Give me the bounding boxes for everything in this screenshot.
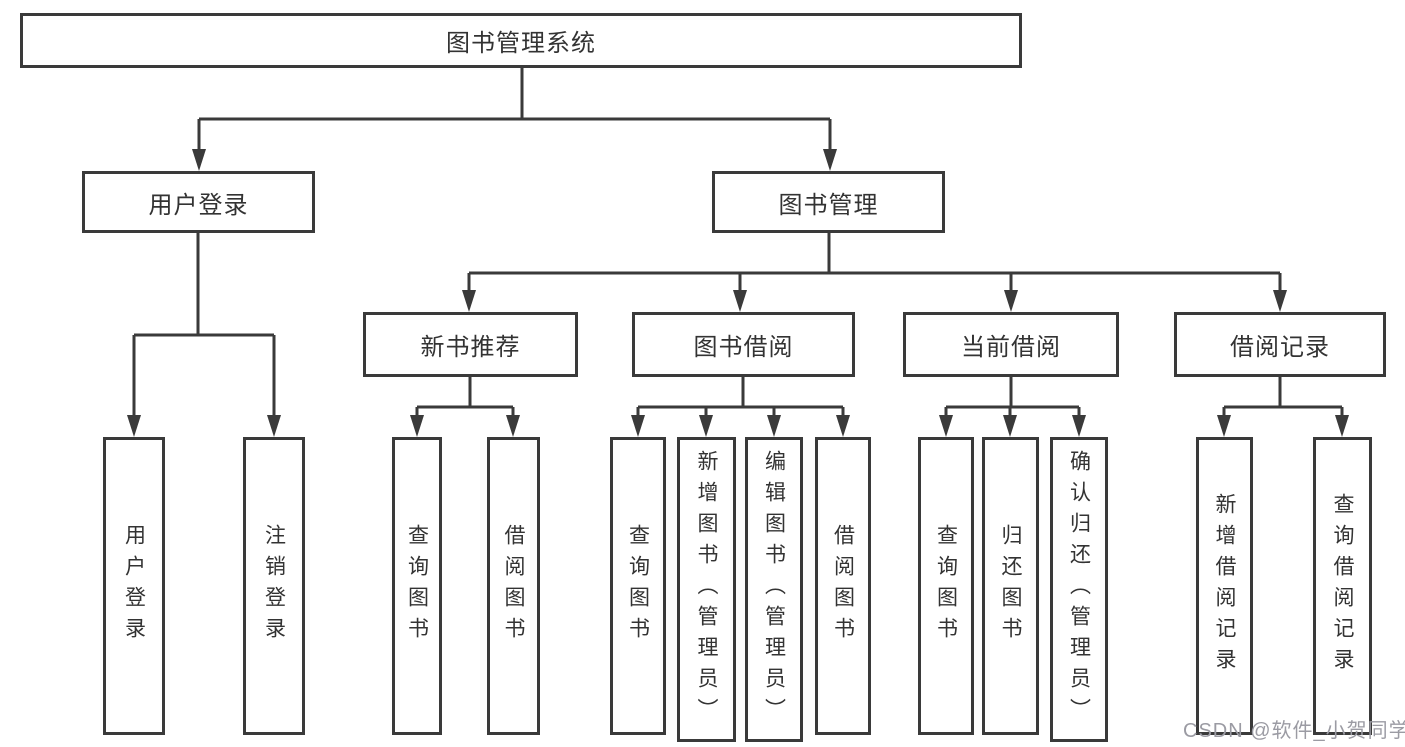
node-leaf-return-book: 归还图书 <box>982 437 1039 735</box>
node-borrowing-records: 借阅记录 <box>1174 312 1386 377</box>
node-label: 图书管理 <box>778 191 879 219</box>
node-label: 借阅图书 <box>502 524 525 648</box>
node-label: 查询图书 <box>934 524 958 648</box>
node-label: 图书借阅 <box>693 334 794 361</box>
node-leaf-logout: 注销登录 <box>243 437 305 735</box>
node-label: 查询借阅记录 <box>1331 493 1354 679</box>
node-leaf-edit-book-admin: 编辑图书（管理员） <box>745 437 803 742</box>
node-library-management-system: 图书管理系统 <box>20 13 1022 68</box>
node-leaf-borrow-books-recommend: 借阅图书 <box>487 437 540 735</box>
connector-book-borrow-children <box>636 377 845 416</box>
node-leaf-query-books-borrow: 查询图书 <box>610 437 666 735</box>
node-user-login: 用户登录 <box>82 171 315 233</box>
node-label: 确认归还（管理员） <box>1067 450 1091 729</box>
node-leaf-query-borrow-record: 查询借阅记录 <box>1313 437 1372 735</box>
node-current-borrowing: 当前借阅 <box>903 312 1119 377</box>
connector-root-to-level2 <box>197 68 832 150</box>
node-leaf-borrow-books: 借阅图书 <box>815 437 871 735</box>
node-label: 新书推荐 <box>420 334 521 361</box>
node-new-book-recommend: 新书推荐 <box>363 312 578 377</box>
arrowheads <box>127 149 1349 437</box>
node-leaf-user-login: 用户登录 <box>103 437 165 735</box>
connector-book-management-children <box>467 233 1282 291</box>
node-label: 归还图书 <box>999 524 1022 648</box>
node-leaf-confirm-return-admin: 确认归还（管理员） <box>1050 437 1108 742</box>
csdn-watermark: CSDN @软件_小贺同学 <box>1183 720 1405 742</box>
node-label: 注销登录 <box>262 524 286 648</box>
node-label: 查询图书 <box>405 524 429 648</box>
node-book-management: 图书管理 <box>712 171 945 233</box>
node-label: 用户登录 <box>148 191 249 219</box>
connector-current-borrow-children <box>944 377 1081 416</box>
node-leaf-query-books-recommend: 查询图书 <box>392 437 442 735</box>
node-label: 新增图书（管理员） <box>695 450 718 729</box>
node-label: 当前借阅 <box>961 334 1061 361</box>
node-leaf-add-book-admin: 新增图书（管理员） <box>677 437 736 742</box>
connector-new-book-children <box>415 377 515 416</box>
connector-user-login-children <box>132 233 276 416</box>
node-label: 新增借阅记录 <box>1213 493 1236 679</box>
node-label: 编辑图书（管理员） <box>762 450 786 729</box>
node-label: 用户登录 <box>122 524 146 648</box>
node-leaf-add-borrow-record: 新增借阅记录 <box>1196 437 1253 735</box>
node-label: 图书管理系统 <box>446 30 596 57</box>
connector-borrow-records-children <box>1222 377 1344 416</box>
node-book-borrowing: 图书借阅 <box>632 312 855 377</box>
node-leaf-query-books-current: 查询图书 <box>918 437 974 735</box>
node-label: 借阅记录 <box>1230 334 1330 361</box>
node-label: 查询图书 <box>626 524 650 648</box>
node-label: 借阅图书 <box>831 524 855 648</box>
